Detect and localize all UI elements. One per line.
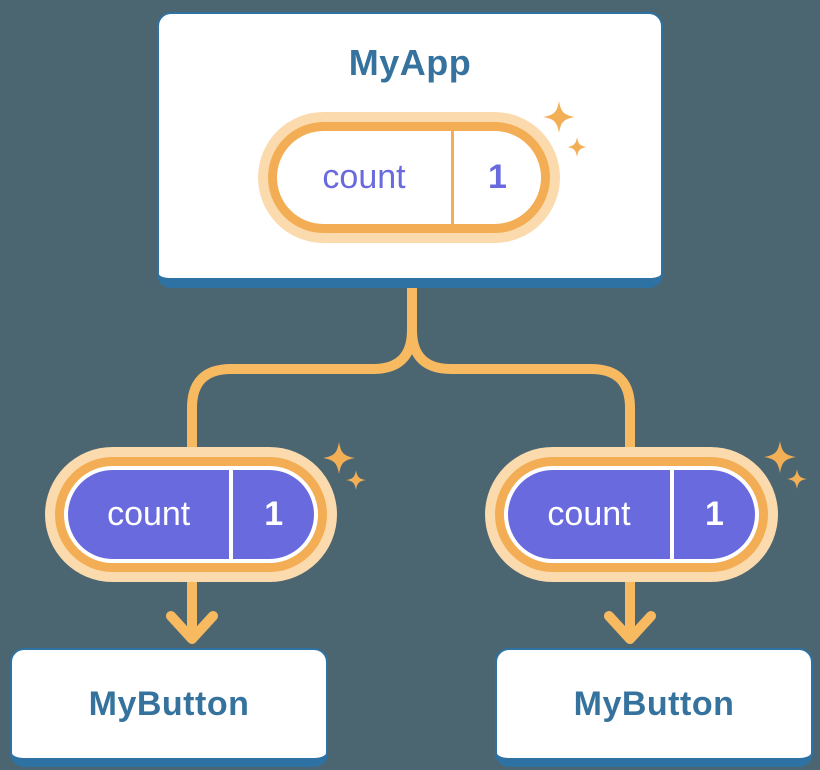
left-child-title: MyButton bbox=[88, 684, 250, 723]
prop-label: count bbox=[547, 495, 631, 533]
pill-ring: count 1 bbox=[495, 457, 768, 572]
sparkle-icon bbox=[543, 101, 587, 157]
arrowhead-left bbox=[166, 611, 218, 644]
state-label: count bbox=[322, 158, 406, 196]
pill-fill: count 1 bbox=[68, 470, 314, 559]
left-child-component-card: MyButton bbox=[10, 648, 328, 767]
pill-ring: count 1 bbox=[55, 457, 327, 572]
root-component-title: MyApp bbox=[348, 42, 472, 83]
prop-value: 1 bbox=[705, 495, 724, 533]
pill-ring: count 1 bbox=[268, 122, 550, 233]
arrowhead-right bbox=[604, 611, 656, 644]
prop-value: 1 bbox=[264, 495, 284, 533]
root-state-pill: count 1 bbox=[258, 112, 560, 243]
right-child-component-card: MyButton bbox=[495, 648, 813, 767]
connector-right bbox=[407, 265, 635, 642]
pill-divider bbox=[670, 470, 674, 559]
left-prop-pill: count 1 bbox=[45, 447, 337, 582]
right-prop-pill: count 1 bbox=[485, 447, 778, 582]
pill-divider bbox=[229, 470, 234, 559]
pill-fill: count 1 bbox=[508, 470, 755, 559]
right-child-title: MyButton bbox=[573, 684, 735, 723]
sparkle-icon bbox=[323, 442, 366, 490]
state-value: 1 bbox=[488, 158, 507, 196]
sparkle-icon bbox=[764, 441, 807, 489]
prop-label: count bbox=[107, 495, 191, 533]
pill-divider bbox=[451, 131, 454, 224]
